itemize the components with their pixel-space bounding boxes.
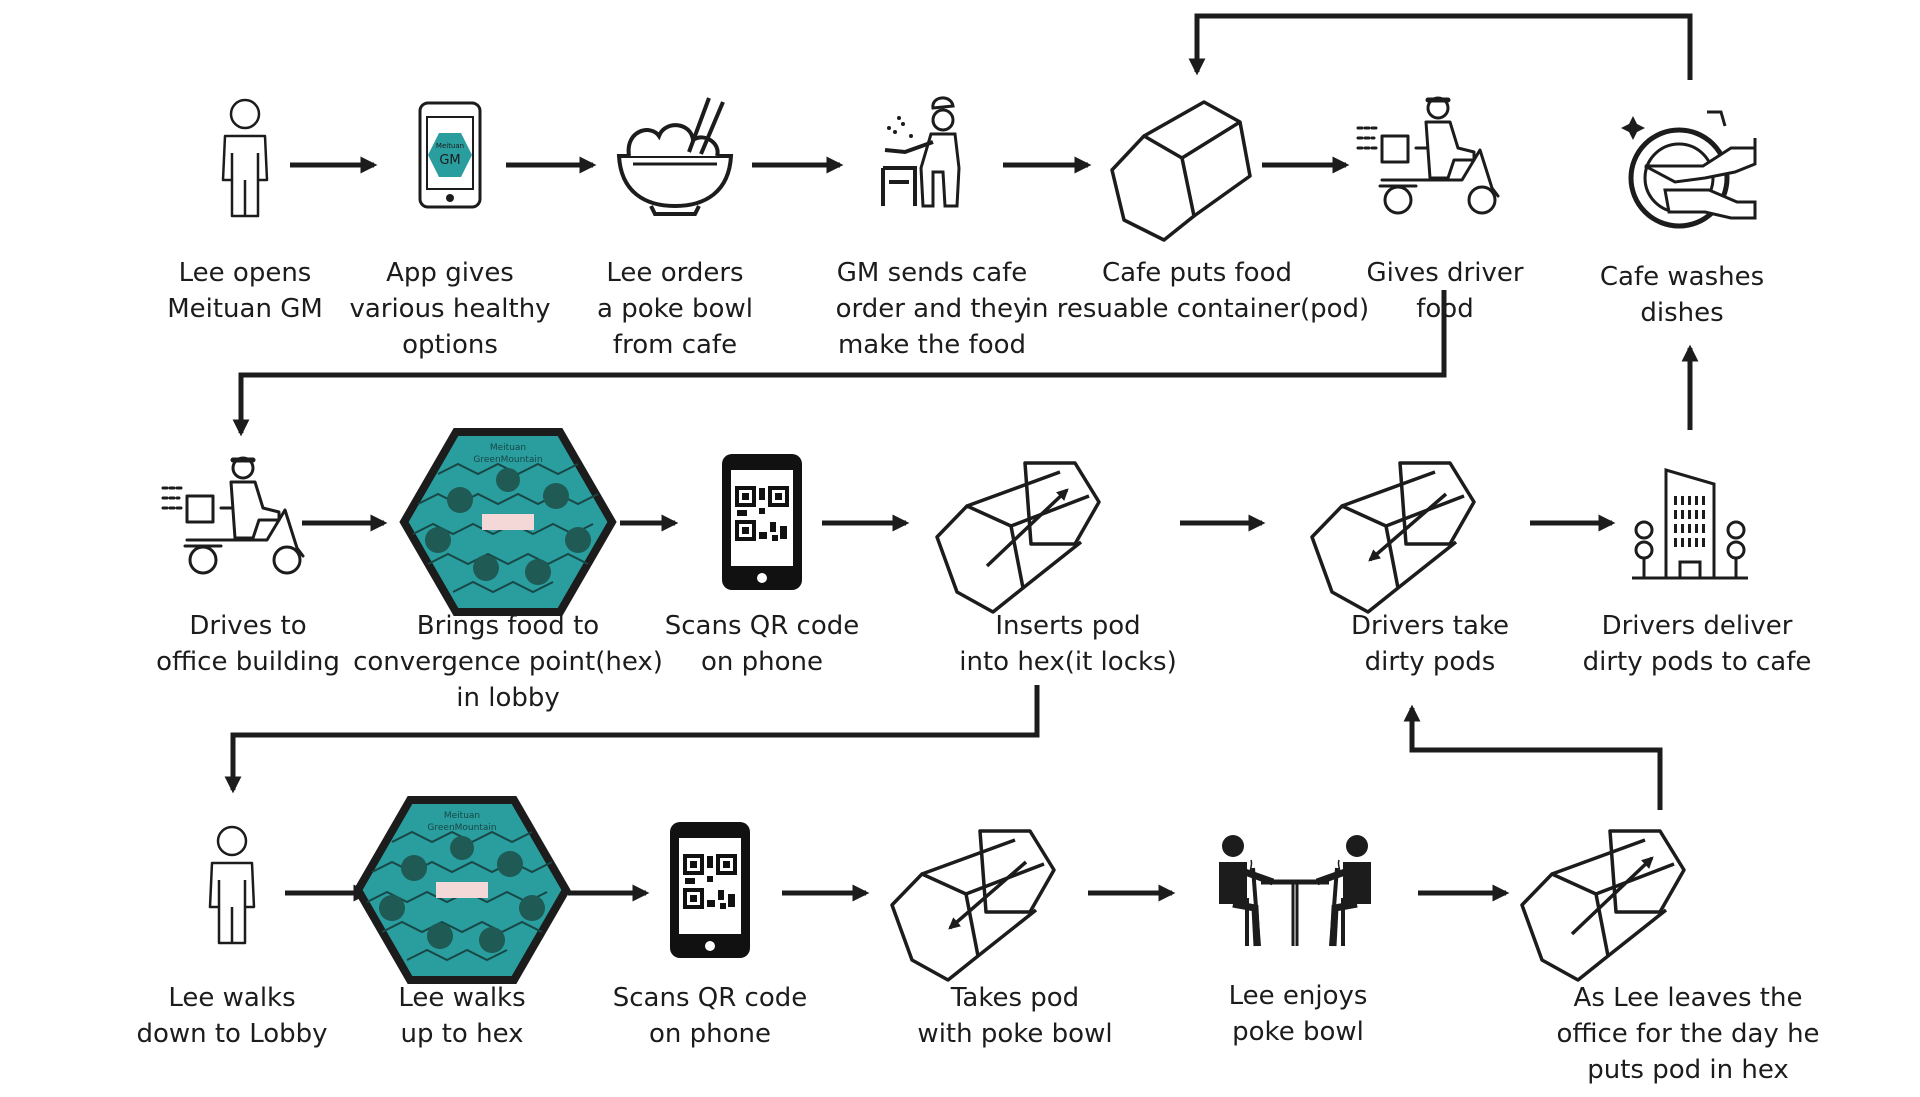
step-label-line: convergence point(hex) <box>353 647 663 677</box>
step-label-line: order and they <box>835 294 1029 324</box>
step-label-line: Drivers take <box>1350 611 1510 641</box>
flow-arrow <box>1403 704 1663 810</box>
step-label-line: dirty pods to cafe <box>1582 647 1812 677</box>
step-label-line: on phone <box>648 1019 771 1049</box>
svg-text:GreenMountain: GreenMountain <box>473 455 542 465</box>
step-label-gm-sends: GM sends cafe order and they make the food <box>836 255 1029 363</box>
step-label-line: Scans QR code <box>664 611 860 641</box>
step-label-drivers-take: Drivers take dirty pods <box>1351 608 1509 680</box>
dining-table-icon <box>1219 835 1371 947</box>
step-label-lee-orders: Lee orders a poke bowl from cafe <box>597 255 753 363</box>
step-label-lee-leaves: As Lee leaves the office for the day he pu… <box>1556 980 1819 1088</box>
step-icons: MeituanGMMeituanGreenMountainMeituanGree… <box>163 96 1757 980</box>
step-label-line: App gives <box>386 258 514 288</box>
delivery-scooter-icon <box>163 458 303 573</box>
flow-arrow <box>224 685 1040 794</box>
svg-text:Meituan: Meituan <box>436 142 464 150</box>
step-label-line: Cafe puts food <box>1102 258 1292 288</box>
step-label-line: Scans QR code <box>612 983 808 1013</box>
pod-remove-icon <box>892 831 1054 980</box>
step-label-gives-driver: Gives driver food <box>1366 255 1523 327</box>
step-label-line: Inserts pod <box>995 611 1141 641</box>
flow-arrow <box>1188 13 1693 80</box>
step-label-line: Takes pod <box>950 983 1080 1013</box>
office-building-icon <box>1632 468 1748 580</box>
step-label-scans-qr-1: Scans QR code on phone <box>665 608 860 680</box>
step-label-line: make the food <box>837 330 1027 360</box>
step-label-line: up to hex <box>400 1019 524 1049</box>
step-label-line: Lee orders <box>606 258 744 288</box>
step-label-app-options: App gives various healthy options <box>349 255 550 363</box>
person-icon <box>208 825 256 945</box>
step-label-line: Lee walks <box>168 983 296 1013</box>
delivery-scooter-icon <box>1358 98 1498 213</box>
svg-text:GM: GM <box>439 153 460 168</box>
step-label-line: Brings food to <box>416 611 600 641</box>
step-label-inserts-pod: Inserts pod into hex(it locks) <box>959 608 1176 680</box>
step-label-lee-walks-up: Lee walks up to hex <box>398 980 525 1052</box>
step-label-line: office building <box>156 647 340 677</box>
step-label-cafe-puts: Cafe puts food in resuable container(pod) <box>1025 255 1369 327</box>
step-label-line: Lee walks <box>398 983 526 1013</box>
step-label-line: with poke bowl <box>917 1019 1113 1049</box>
step-label-line: into hex(it locks) <box>959 647 1177 677</box>
pod-insert-icon <box>1522 831 1684 980</box>
step-label-lee-walks-down: Lee walks down to Lobby <box>136 980 327 1052</box>
step-label-line: various healthy <box>349 294 551 324</box>
step-label-cafe-washes: Cafe washes dishes <box>1600 259 1764 331</box>
step-label-brings-hex: Brings food to convergence point(hex) in l… <box>353 608 663 716</box>
step-label-line: GM sends cafe <box>836 258 1028 288</box>
step-label-line: options <box>402 330 498 360</box>
step-label-line: down to Lobby <box>136 1019 328 1049</box>
pod-remove-icon <box>1312 463 1474 612</box>
step-label-line: in resuable container(pod) <box>1024 294 1370 324</box>
step-label-scans-qr-2: Scans QR code on phone <box>613 980 808 1052</box>
flow-arrow <box>232 290 1447 437</box>
step-label-line: Cafe washes <box>1599 262 1765 292</box>
step-label-drivers-deliver: Drivers deliver dirty pods to cafe <box>1583 608 1812 680</box>
step-label-line: As Lee leaves the <box>1573 983 1803 1013</box>
svg-text:GreenMountain: GreenMountain <box>427 823 496 833</box>
flow-arrows <box>224 13 1699 902</box>
bowl-chopsticks-icon <box>616 97 734 216</box>
step-label-line: Lee opens <box>178 258 312 288</box>
qr-phone-icon <box>668 820 752 960</box>
pod-insert-icon <box>937 463 1099 612</box>
step-label-line: dishes <box>1640 298 1724 328</box>
step-label-line: dirty pods <box>1364 647 1496 677</box>
step-label-line: in lobby <box>456 683 560 713</box>
svg-text:Meituan: Meituan <box>490 443 526 453</box>
person-icon <box>221 98 269 218</box>
step-label-line: office for the day he <box>1556 1019 1820 1049</box>
step-label-line: Drivers deliver <box>1601 611 1793 641</box>
step-label-line: Lee enjoys <box>1228 981 1368 1011</box>
step-label-drives-office: Drives to office building <box>156 608 340 680</box>
step-label-lee-enjoys: Lee enjoys poke bowl <box>1229 978 1368 1050</box>
step-label-takes-pod: Takes pod with poke bowl <box>917 980 1112 1052</box>
step-label-line: Gives driver <box>1366 258 1524 288</box>
step-label-line: puts pod in hex <box>1587 1055 1789 1085</box>
chef-icon <box>881 96 961 208</box>
pod-icon <box>1110 100 1252 242</box>
step-label-line: from cafe <box>612 330 738 360</box>
svg-text:Meituan: Meituan <box>444 811 480 821</box>
qr-phone-icon <box>720 452 804 592</box>
step-label-line: poke bowl <box>1232 1017 1364 1047</box>
step-label-line: Drives to <box>189 611 307 641</box>
step-label-line: food <box>1416 294 1474 324</box>
step-label-line: Meituan GM <box>167 294 323 324</box>
step-label-line: a poke bowl <box>597 294 753 324</box>
step-label-line: on phone <box>700 647 823 677</box>
washing-dishes-icon <box>1621 110 1757 229</box>
